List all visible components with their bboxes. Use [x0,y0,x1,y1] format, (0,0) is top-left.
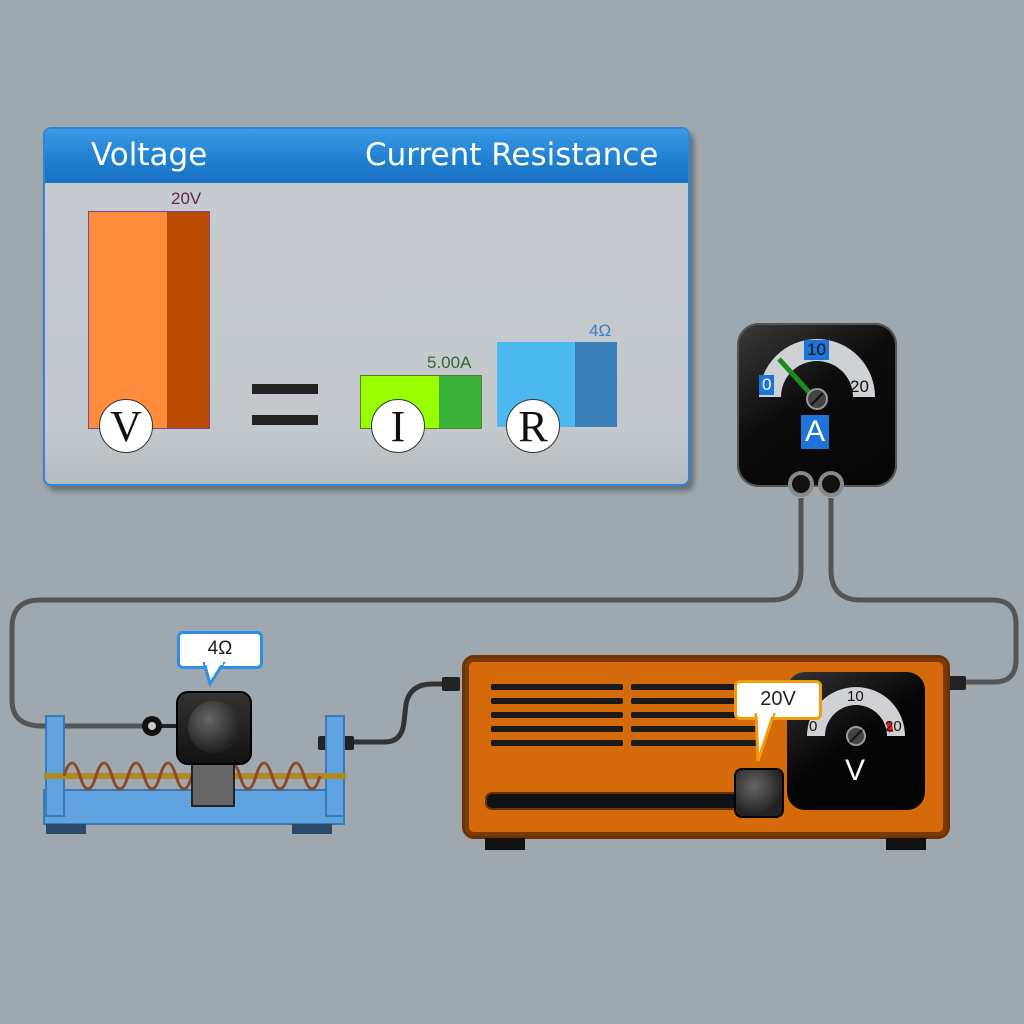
voltmeter-tick-20: 20 [885,718,902,735]
wire-resistor-to-battery [352,681,448,745]
ohms-law-panel: Voltage Current Resistance 20V V 5.00A I… [43,127,690,486]
vent [491,740,623,746]
vent [631,712,761,718]
ammeter-unit: A [801,415,830,449]
equals-sign-bottom [252,415,318,425]
voltmeter-unit: V [845,754,866,787]
voltage-symbol: V [99,399,153,453]
ammeter-tick-10: 10 [804,340,829,360]
vent [631,698,761,704]
ammeter-tick-0: 0 [759,375,775,395]
header-voltage: Voltage [91,137,208,173]
ammeter-terminal-right[interactable] [818,471,844,497]
vent [491,726,623,732]
ammeter-tick-20: 20 [850,377,869,396]
vent [491,698,623,704]
wire-plug-right [948,676,966,690]
power-supply-foot-right [886,838,926,850]
voltage-bubble-pointer [754,713,776,762]
voltage-slider-track[interactable] [485,792,749,810]
wire-ammeter-to-battery [828,498,1019,685]
ammeter: 0 10 20 A [737,323,897,497]
ammeter-scale-arc [759,339,875,397]
voltmeter-dial [807,687,905,746]
vent [631,726,761,732]
vent [491,684,623,690]
ammeter-terminal-left[interactable] [788,471,814,497]
voltage-bar-label: 20V [171,189,202,208]
current-symbol: I [371,399,425,453]
voltmeter-needle [885,720,894,733]
wire-ammeter-to-resistor [9,498,804,729]
current-bar-label: 5.00A [427,353,472,372]
voltage-value-bubble: 20V [734,680,822,720]
voltage-slider-knob[interactable] [734,768,784,818]
equals-sign-top [252,384,318,394]
rheostat-slider-knob[interactable] [176,691,252,765]
resistance-bubble-pointer [202,662,226,688]
power-supply-foot-left [485,838,525,850]
vent [631,740,761,746]
vent [631,684,761,690]
voltage-bar [88,211,210,429]
resistance-symbol: R [506,399,560,453]
resistance-bar-label: 4Ω [589,321,612,340]
vent [491,712,623,718]
voltmeter-tick-10: 10 [847,688,864,705]
panel-header: Voltage Current Resistance [45,129,688,183]
header-current-resistance: Current Resistance [365,137,659,173]
wire-plug-left [442,677,460,691]
voltmeter-tick-0: 0 [809,718,818,735]
ammeter-dial [759,339,875,410]
